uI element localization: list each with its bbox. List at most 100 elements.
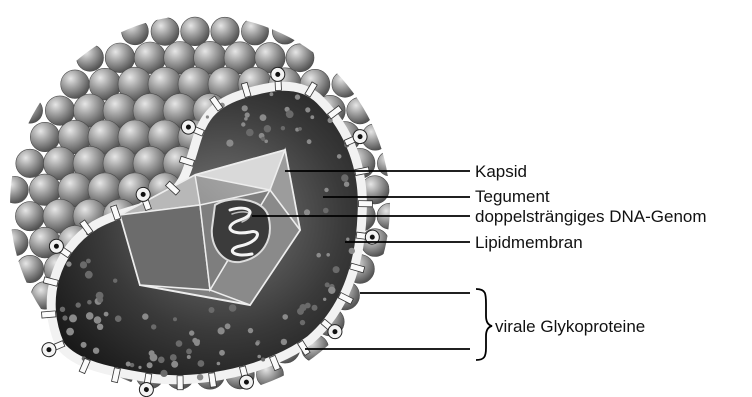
envelope-ball [2,176,29,203]
tegument-dot [66,261,71,266]
tegument-dot [94,316,102,324]
tegument-dot [261,137,265,141]
tegument-dot [197,374,203,380]
tegument-dot [171,361,178,368]
tegument-dot [206,115,209,118]
tegument-dot [86,259,91,264]
tegument-dot [264,125,271,132]
glycoprotein-icon [177,376,183,390]
tegument-dot [138,366,141,369]
envelope-ball [15,202,44,231]
tegument-dot [142,313,148,319]
tegument-dot [310,115,314,119]
tegument-dot [104,312,109,317]
tegument-dot [96,292,104,300]
tegument-dot [344,182,349,187]
tegument-dot [80,261,87,268]
tegument-dot [326,253,330,257]
tegument-dot [229,304,237,312]
envelope-ball [286,44,314,72]
envelope-ball [211,17,239,45]
tegument-dot [312,305,318,311]
tegument-dot [261,358,265,362]
envelope-ball [61,70,90,99]
bracket-icon [476,289,492,360]
tegument-dot [281,126,285,130]
tegument-dot [66,328,74,336]
envelope-ball [377,151,402,176]
tegument-dot [115,315,122,322]
envelope-ball [77,44,104,71]
tegument-dot [69,314,77,322]
tegument-dot [60,307,65,312]
tegument-dot [304,209,310,215]
tegument-dot [328,287,335,294]
glycoprotein-icon [358,201,372,207]
tegument-dot [295,94,300,99]
envelope-ball [181,17,210,46]
tegument-dot [196,339,200,343]
tegument-dot [147,362,153,368]
label-genome: doppelsträngiges DNA-Genom [475,208,707,225]
envelope-ball [16,149,44,177]
tegument-dot [186,349,192,355]
tegument-dot [226,140,233,147]
tegument-dot [316,253,321,258]
tegument-dot [189,330,194,335]
tegument-dot [281,339,287,345]
tegument-dot [245,112,250,117]
label-capsid: Kapsid [475,163,527,180]
label-tegument: Tegument [475,188,550,205]
label-glycoproteins: virale Glykoproteine [495,318,645,335]
tegument-dot [323,208,329,214]
tegument-dot [170,354,177,361]
tegument-dot [209,307,215,313]
tegument-dot [286,110,294,118]
label-membrane: Lipidmembran [475,234,583,251]
tegument-dot [337,154,342,159]
tegument-dot [300,320,305,325]
tegument-dot [126,362,131,367]
tegument-dot [62,315,67,320]
tegument-dot [257,355,261,359]
tegument-dot [260,114,267,121]
tegument-dot [225,323,231,329]
envelope-ball [17,98,42,123]
tegument-dot [85,271,93,279]
tegument-dot [86,312,94,320]
tegument-dot [93,348,99,354]
tegument-dot [297,308,304,315]
tegument-dot [176,340,183,347]
envelope-ball [122,18,149,45]
envelope-ball [2,230,28,256]
tegument-dot [242,105,248,111]
tegument-dot [241,122,245,126]
tegument-dot [270,92,274,96]
tegument-dot [341,174,348,181]
envelope-ball [16,255,43,282]
envelope-ball [347,97,374,124]
glycoprotein-icon [41,311,55,318]
tegument-dot [218,327,225,334]
envelope-ball [332,71,358,97]
tegument-dot [323,298,326,301]
tegument-dot [198,360,205,367]
tegument-dot [305,107,310,112]
tegument-dot [324,188,328,192]
tegument-dot [158,357,165,364]
tegument-dot [307,139,312,144]
tegument-dot [333,266,340,273]
tegument-dot [81,344,85,348]
tegument-dot [217,362,221,366]
tegument-dot [173,317,177,321]
tegument-dot [282,314,288,320]
tegument-dot [113,279,117,283]
tegument-dot [244,117,248,121]
tegument-dot [76,302,81,307]
envelope-ball [241,18,268,45]
tegument-dot [219,350,225,356]
tegument-dot [248,328,253,333]
tegument-dot [246,129,254,137]
